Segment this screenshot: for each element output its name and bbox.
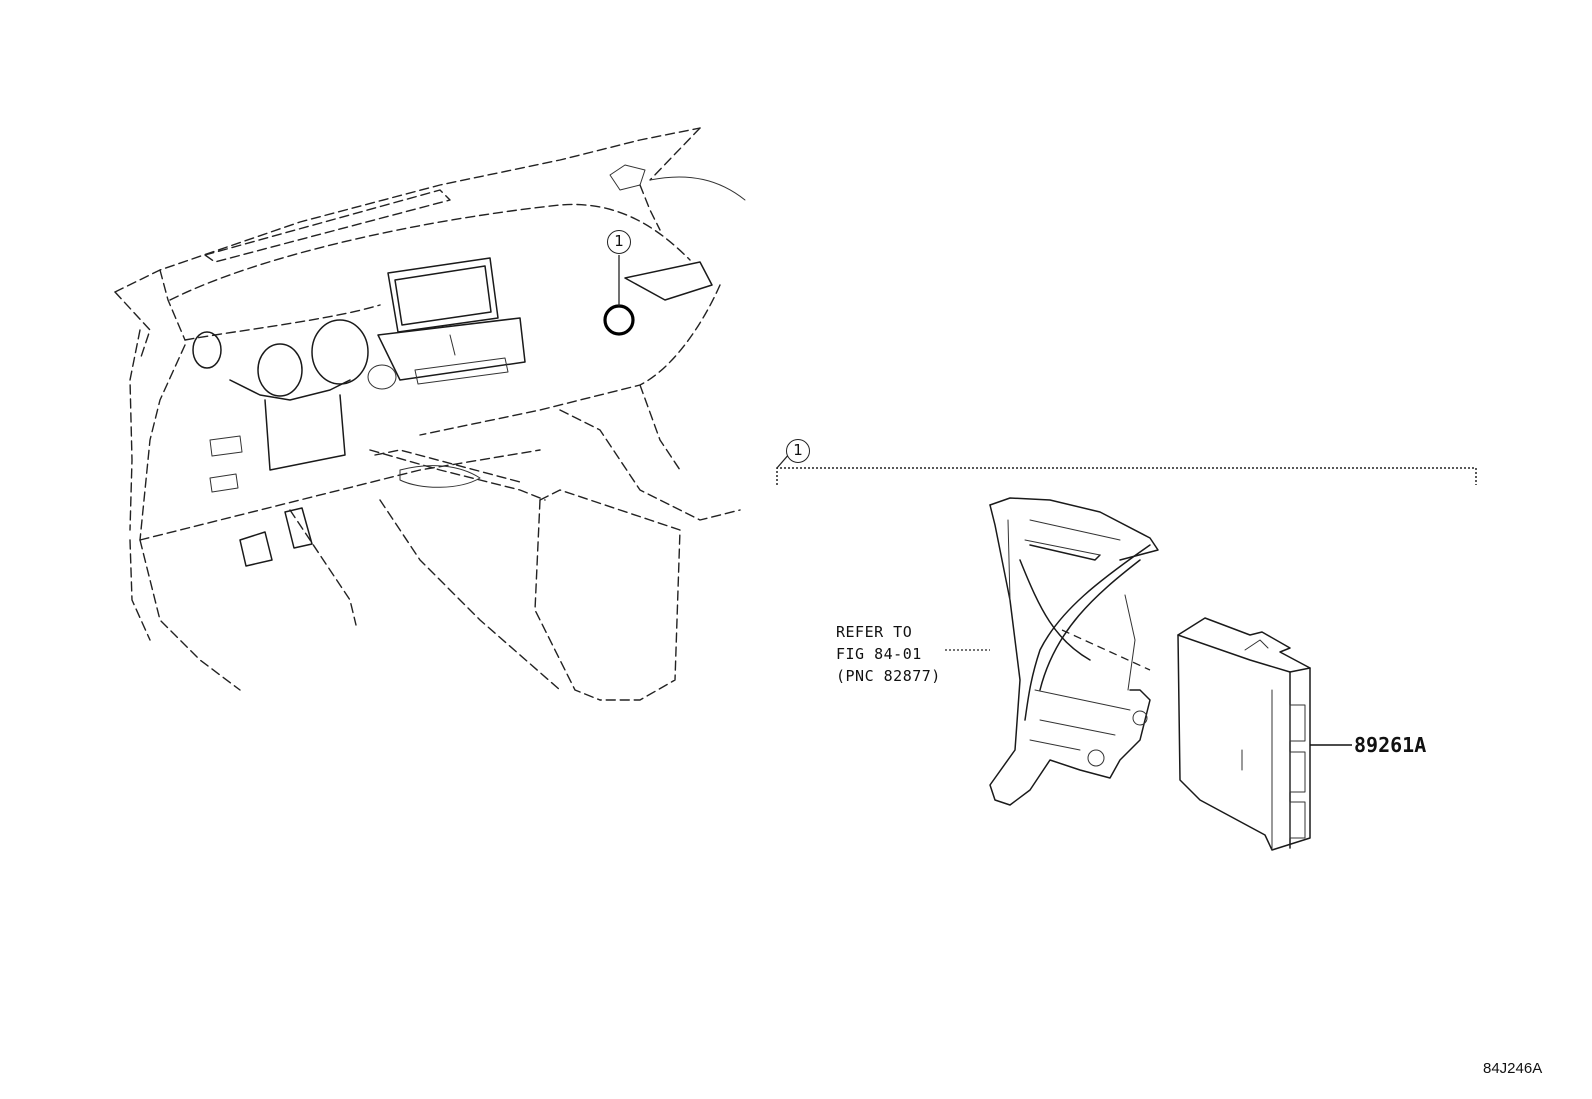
refer-note-line1: REFER TO <box>836 623 913 641</box>
callout-marker-assembly: 1 <box>786 439 810 463</box>
refer-note-line2: FIG 84-01 <box>836 645 922 663</box>
figure-code: 84J246A <box>1483 1060 1543 1077</box>
refer-note-line3: (PNC 82877) <box>836 667 941 685</box>
part-number-label: 89261A <box>1354 733 1427 757</box>
callout-marker-dash: 1 <box>607 230 631 254</box>
